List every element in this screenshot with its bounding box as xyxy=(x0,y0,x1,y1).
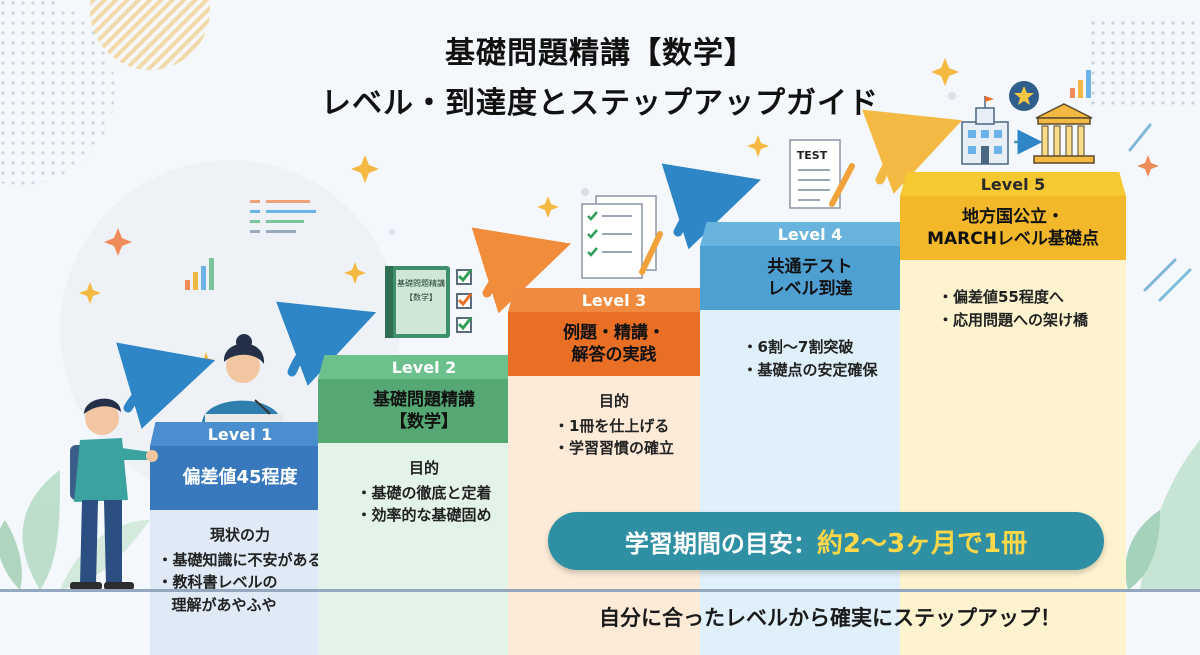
level-name: 偏差値45程度 xyxy=(150,446,330,510)
level-name-line: 基礎問題精講 xyxy=(373,389,475,410)
list-item: ・教科書レベルの xyxy=(157,573,278,591)
sparkle-icon xyxy=(344,262,366,284)
level-label: Level 2 xyxy=(318,355,530,379)
book-cover-title: 基礎問題精講 xyxy=(397,278,445,288)
level-name: 共通テスト レベル到達 xyxy=(700,246,920,310)
step-level-4: Level 4 共通テスト レベル到達 ・6割〜7割突破 ・基礎点の安定確保 xyxy=(700,222,920,655)
study-period-value: 約2〜3ヶ月で1冊 xyxy=(816,528,1028,559)
star-badge-icon xyxy=(1009,81,1039,111)
list-item: ・学習習慣の確立 xyxy=(553,439,674,457)
level-name-line: 例題・精講・ xyxy=(563,322,665,343)
footer-message: 自分に合ったレベルから確実にステップアップ！ xyxy=(599,606,1061,630)
checklist-paper-icon xyxy=(581,195,663,279)
arrow-up-icon xyxy=(471,227,571,314)
level-label: Level 1 xyxy=(150,422,330,446)
dotted-circle-decoration xyxy=(0,0,115,185)
arrow-up-icon xyxy=(862,109,963,194)
level-name-line: 地方国公立・ xyxy=(962,206,1064,227)
list-item: ・応用問題への架け橋 xyxy=(937,310,1088,329)
arrow-up-icon xyxy=(116,342,216,429)
level-label: Level 5 xyxy=(900,172,1126,196)
level-name: 地方国公立・ MARCHレベル基礎点 xyxy=(900,196,1126,260)
level-name-line: 共通テスト xyxy=(767,256,853,277)
sparkle-icon xyxy=(747,135,769,157)
bar-chart-icon-right xyxy=(1070,70,1091,98)
dot-grid-decoration xyxy=(1090,20,1200,110)
body-title: 目的 xyxy=(408,459,439,477)
test-label: TEST xyxy=(797,149,828,162)
checkbox-list-icon xyxy=(456,269,473,333)
level-body: 目的 ・基礎の徹底と定着 ・効率的な基礎固め xyxy=(318,443,530,655)
level-name-line: 解答の実践 xyxy=(571,345,657,365)
arrow-up-icon xyxy=(276,301,377,386)
plant-right-decoration xyxy=(1125,440,1200,590)
list-item: ・6割〜7割突破 xyxy=(742,338,854,356)
sparkle-icon xyxy=(351,155,379,183)
sparkle-icon xyxy=(931,58,959,86)
student-writing-icon xyxy=(202,334,283,422)
ground-line xyxy=(0,589,1200,592)
student-standing-icon xyxy=(70,398,158,590)
level-body: 現状の力 ・基礎知識に不安がある ・教科書レベルの 理解があやふや xyxy=(150,510,330,655)
list-item: ・偏差値55程度へ xyxy=(937,288,1064,306)
striped-circle-decoration xyxy=(90,0,210,70)
level-label: Level 3 xyxy=(508,288,720,312)
study-period-banner: 学習期間の目安： 約2〜3ヶ月で1冊 xyxy=(548,512,1104,570)
arrow-up-icon xyxy=(661,163,761,250)
test-paper-icon: TEST xyxy=(789,139,855,209)
list-item: ・基礎の徹底と定着 xyxy=(356,483,492,502)
sparkle-icon xyxy=(537,196,559,218)
list-item: ・基礎知識に不安がある xyxy=(157,550,323,569)
body-title: 現状の力 xyxy=(209,526,270,544)
level-name: 基礎問題精講 【数学】 xyxy=(318,379,530,443)
sparkle-icon xyxy=(1137,155,1159,177)
line-chart-mini-icon xyxy=(250,200,316,233)
level-name-line: 【数学】 xyxy=(390,412,458,432)
study-period-label: 学習期間の目安： xyxy=(624,529,817,558)
list-item: ・1冊を仕上げる xyxy=(553,416,670,435)
list-item: ・基礎点の安定確保 xyxy=(742,360,878,379)
university-building-icon xyxy=(1033,103,1095,164)
body-title: 目的 xyxy=(598,392,629,410)
bar-chart-icon xyxy=(185,258,214,290)
green-book-icon: 基礎問題精講 【数学】 xyxy=(385,266,450,338)
book-cover-subtitle: 【数学】 xyxy=(405,292,437,302)
list-item: 理解があやふや xyxy=(171,595,277,614)
title-block: 基礎問題精講【数学】 レベル・到達度とステップアップガイド xyxy=(0,28,1200,122)
level-name-line: MARCHレベル基礎点 xyxy=(927,229,1099,249)
step-level-1: Level 1 偏差値45程度 現状の力 ・基礎知識に不安がある ・教科書レベル… xyxy=(150,422,330,655)
sparkle-icon xyxy=(79,282,101,304)
level-name: 例題・精講・ 解答の実践 xyxy=(508,312,720,376)
level-label: Level 4 xyxy=(700,222,920,246)
school-building-icon xyxy=(961,96,1009,165)
level-name-line: 偏差値45程度 xyxy=(182,467,298,489)
page-subtitle: レベル・到達度とステップアップガイド xyxy=(321,86,879,121)
page-title: 基礎問題精講【数学】 xyxy=(445,36,755,71)
step-level-2: Level 2 基礎問題精講 【数学】 目的 ・基礎の徹底と定着 ・効率的な基礎… xyxy=(318,355,530,655)
level-body: ・6割〜7割突破 ・基礎点の安定確保 xyxy=(700,310,920,655)
list-item: ・効率的な基礎固め xyxy=(356,506,492,524)
sparkle-icon xyxy=(104,228,132,256)
level-name-line: レベル到達 xyxy=(767,279,853,299)
